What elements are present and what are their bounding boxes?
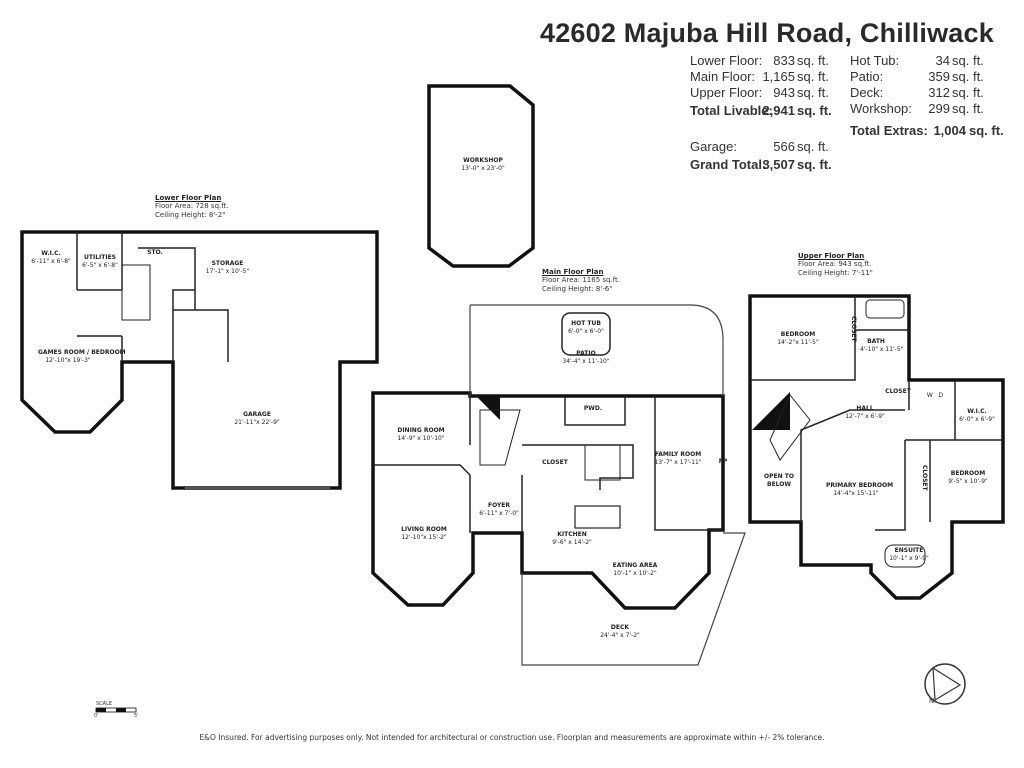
stat-workshop: Workshop: 299 sq. ft. bbox=[850, 101, 984, 116]
lower-plan-ceiling: Ceiling Height: 8'-2" bbox=[155, 211, 226, 219]
property-title: 42602 Majuba Hill Road, Chilliwack bbox=[540, 18, 994, 48]
stat-grand-total: Grand Total: 3,507 sq. ft. bbox=[690, 157, 832, 172]
stat-hot-tub: Hot Tub: 34 sq. ft. bbox=[850, 53, 984, 68]
room-wic-upper: W.I.C.6'-0" x 6'-9" bbox=[959, 408, 995, 423]
scale-min: 0' bbox=[94, 713, 99, 719]
compass-rose bbox=[924, 663, 966, 705]
room-closet-hall: CLOSET bbox=[885, 388, 911, 395]
scale-bar bbox=[95, 707, 137, 713]
lower-plan-title: Lower Floor Plan bbox=[155, 194, 222, 202]
hot-tub-shape bbox=[561, 312, 611, 356]
stat-upper-floor: Upper Floor: 943 sq. ft. bbox=[690, 85, 829, 100]
upper-plan-area: Floor Area: 943 sq.ft. bbox=[798, 260, 872, 268]
deck-outline bbox=[521, 532, 746, 666]
patio-outline bbox=[470, 304, 724, 396]
main-plan-title: Main Floor Plan bbox=[542, 268, 604, 276]
lower-plan-area: Floor Area: 728 sq.ft. bbox=[155, 202, 229, 210]
room-pwd: PWD. bbox=[583, 405, 603, 412]
main-plan-area: Floor Area: 1165 sq.ft. bbox=[542, 276, 620, 284]
room-sto: STO. bbox=[147, 249, 163, 256]
stat-lower-floor: Lower Floor: 833 sq. ft. bbox=[690, 53, 829, 68]
room-open-below: OPEN TO BELOW bbox=[764, 473, 794, 488]
main-plan-ceiling: Ceiling Height: 8'-6" bbox=[542, 285, 613, 293]
upper-plan-header: Upper Floor Plan Floor Area: 943 sq.ft. … bbox=[798, 252, 873, 278]
main-plan-header: Main Floor Plan Floor Area: 1165 sq.ft. … bbox=[542, 268, 620, 294]
scale-label: SCALE bbox=[96, 701, 113, 707]
stat-total-livable: Total Livable: 2,941 sq. ft. bbox=[690, 103, 832, 118]
room-closet-main: CLOSET bbox=[542, 459, 568, 466]
room-wic-lower: W.I.C.6'-11" x 6'-8" bbox=[31, 250, 71, 265]
laundry-wd: W D bbox=[926, 392, 944, 399]
disclaimer: E&O Insured. For advertising purposes on… bbox=[199, 733, 825, 742]
room-closet-upper-2: CLOSET bbox=[921, 465, 928, 491]
compass-north-letter: N bbox=[929, 697, 935, 705]
scale-max: 5' bbox=[134, 713, 139, 719]
workshop-outline bbox=[427, 84, 535, 268]
stat-main-floor: Main Floor: 1,165 sq. ft. bbox=[690, 69, 829, 84]
stat-deck: Deck: 312 sq. ft. bbox=[850, 85, 984, 100]
upper-plan-title: Upper Floor Plan bbox=[798, 252, 865, 260]
room-fp: FP bbox=[718, 458, 728, 465]
main-floor-outline bbox=[371, 391, 725, 610]
lower-plan-header: Lower Floor Plan Floor Area: 728 sq.ft. … bbox=[155, 194, 229, 220]
room-closet-upper-1: CLOSET bbox=[850, 316, 857, 342]
upper-plan-ceiling: Ceiling Height: 7'-11" bbox=[798, 269, 873, 277]
upper-floor-outline bbox=[748, 294, 1005, 600]
stat-total-extras: Total Extras: 1,004 sq. ft. bbox=[850, 123, 1004, 138]
stat-garage: Garage: 566 sq. ft. bbox=[690, 139, 829, 154]
stat-patio: Patio: 359 sq. ft. bbox=[850, 69, 984, 84]
